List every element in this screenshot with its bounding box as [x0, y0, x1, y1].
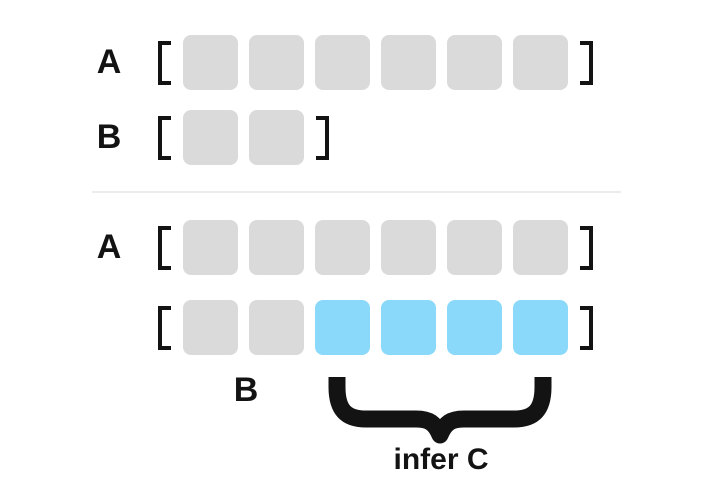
array-cell-gray: [183, 300, 238, 355]
close-bracket-icon: [580, 225, 593, 270]
underbrace-icon: [328, 377, 552, 444]
array-a-cells: [183, 35, 568, 90]
array-cell-gray: [513, 35, 568, 90]
close-bracket-icon: [580, 40, 593, 85]
array-b-label: B: [96, 118, 122, 156]
open-bracket-icon: [158, 305, 171, 350]
array-row-b-top: B: [0, 110, 329, 165]
b-segment-label: B: [233, 371, 259, 409]
array-a-label: A: [96, 228, 122, 266]
array-b-plus-c-cells: [183, 300, 568, 355]
array-cell-gray: [183, 220, 238, 275]
open-bracket-icon: [158, 225, 171, 270]
array-a-label: A: [96, 43, 122, 81]
array-cell-gray: [249, 220, 304, 275]
close-bracket-icon: [580, 305, 593, 350]
array-cell-gray: [513, 220, 568, 275]
open-bracket-icon: [158, 40, 171, 85]
array-cell-gray: [183, 110, 238, 165]
array-cell-gray: [381, 220, 436, 275]
array-cell-gray: [447, 220, 502, 275]
open-bracket-icon: [158, 115, 171, 160]
array-cell-blue: [513, 300, 568, 355]
array-cell-blue: [381, 300, 436, 355]
array-cell-gray: [183, 35, 238, 90]
array-cell-gray: [381, 35, 436, 90]
array-cell-gray: [315, 220, 370, 275]
array-row-a-bottom: A: [0, 220, 593, 275]
array-row-b-plus-c: [0, 300, 593, 355]
array-cell-gray: [249, 300, 304, 355]
array-cell-gray: [249, 35, 304, 90]
array-cell-gray: [249, 110, 304, 165]
array-b-cells: [183, 110, 304, 165]
array-row-a-top: A: [0, 35, 593, 90]
array-cell-gray: [315, 35, 370, 90]
infer-c-label: infer C: [393, 443, 489, 476]
array-a-bottom-cells: [183, 220, 568, 275]
close-bracket-icon: [316, 115, 329, 160]
array-cell-blue: [315, 300, 370, 355]
array-cell-gray: [447, 35, 502, 90]
array-cell-blue: [447, 300, 502, 355]
section-divider: [92, 191, 621, 193]
